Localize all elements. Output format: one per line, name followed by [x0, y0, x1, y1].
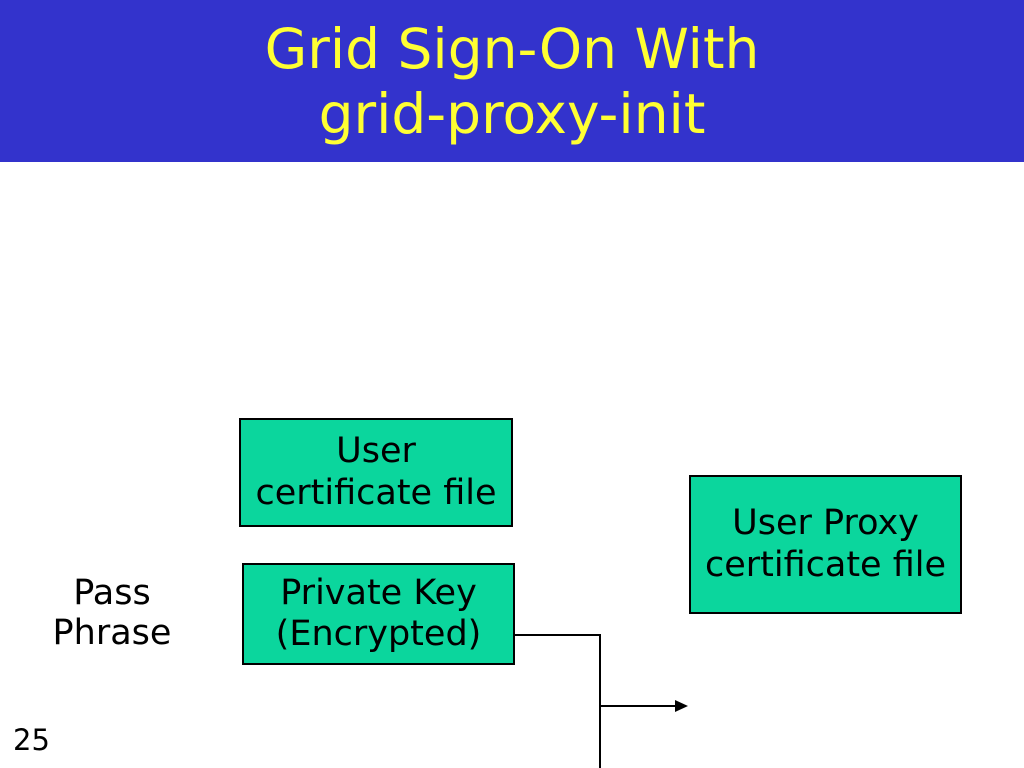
diagram-canvas: User certificate file Private Key (Encry…: [0, 162, 1024, 768]
node-label-line: certificate file: [704, 544, 947, 585]
node-label-line: Private Key: [280, 572, 477, 613]
node-label-line: (Encrypted): [275, 614, 482, 654]
arrowhead-to-user-proxy-icon: [675, 700, 688, 712]
node-label-line: User: [336, 431, 416, 472]
slide-title-bar: Grid Sign-On With grid-proxy-init: [0, 0, 1024, 162]
slide-title-line1: Grid Sign-On With: [264, 17, 760, 81]
label-pass-phrase-line2: Phrase: [52, 613, 172, 654]
node-label-line: User Proxy: [732, 503, 919, 544]
slide-title-line2: grid-proxy-init: [318, 81, 706, 146]
node-user-proxy-certificate-file: User Proxy certificate file: [689, 475, 962, 614]
label-pass-phrase-line1: Pass: [73, 573, 151, 613]
page-number: 25: [13, 723, 50, 757]
node-private-key-encrypted: Private Key (Encrypted): [242, 563, 515, 665]
node-user-certificate-file: User certificate file: [239, 418, 513, 527]
label-pass-phrase: Pass Phrase: [32, 573, 192, 654]
node-label-line: certificate file: [255, 472, 497, 513]
